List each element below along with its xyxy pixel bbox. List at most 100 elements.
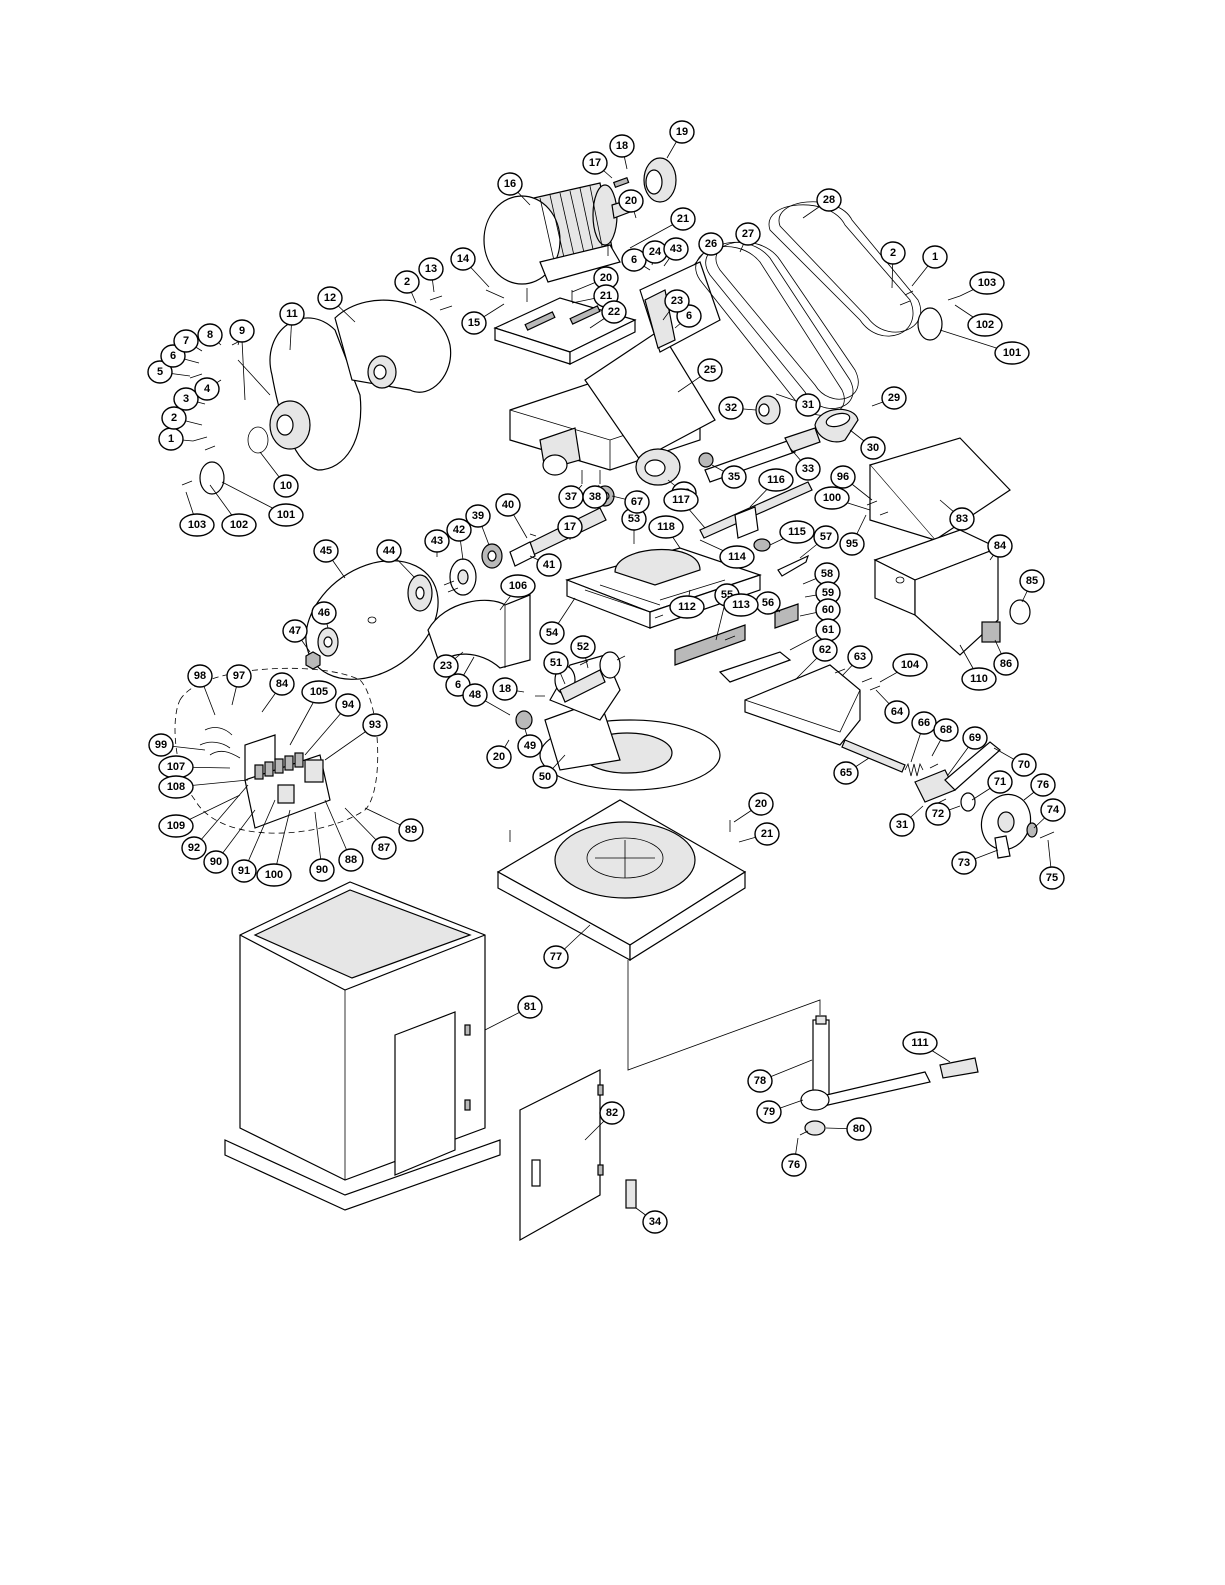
callout-c-73: 73 [951, 851, 977, 875]
callout-label: 3 [183, 393, 189, 405]
contactor [304, 759, 324, 783]
callout-c-65: 65 [833, 761, 859, 785]
cover-disc-101b [917, 307, 943, 341]
callout-bubble [203, 850, 229, 874]
callout-c-42: 42 [446, 518, 472, 542]
callout-label: 31 [896, 819, 908, 831]
callout-c-43b: 43 [663, 237, 689, 261]
callout-c-79: 79 [756, 1100, 782, 1124]
vise-spring [904, 762, 924, 777]
callout-label: 5 [157, 366, 163, 378]
cabinet-stand [224, 881, 501, 1211]
callout-c-100b: 100 [256, 863, 292, 887]
callout-label: 112 [678, 601, 696, 613]
callout-bubble [269, 672, 295, 696]
callout-bubble [933, 718, 959, 742]
callout-c-90a: 90 [203, 850, 229, 874]
callout-c-3: 3 [173, 387, 199, 411]
callout-bubble [495, 493, 521, 517]
callout-label: 18 [616, 140, 628, 152]
callout-bubble [187, 664, 213, 688]
callout-bubble [450, 247, 476, 271]
callout-label: 34 [649, 1216, 662, 1228]
callout-label: 75 [1046, 872, 1058, 884]
callout-c-112: 112 [669, 595, 705, 619]
callout-c-25: 25 [697, 358, 723, 382]
callout-label: 89 [405, 824, 417, 836]
callout-label: 21 [600, 290, 612, 302]
callout-c-91: 91 [231, 859, 257, 883]
callout-label: 103 [978, 277, 996, 289]
callout-c-20a: 20 [618, 189, 644, 213]
switch-cap [1009, 599, 1031, 625]
callout-c-97: 97 [226, 664, 252, 688]
callout-c-4: 4 [194, 377, 220, 401]
callout-c-103b: 103 [969, 271, 1005, 295]
callout-label: 56 [762, 597, 774, 609]
callout-label: 46 [318, 607, 330, 619]
callout-c-16: 16 [497, 172, 523, 196]
callout-label: 78 [754, 1075, 766, 1087]
callout-c-89: 89 [398, 818, 424, 842]
callout-bubble [301, 680, 337, 704]
callout-bubble [465, 504, 491, 528]
callout-c-2b: 2 [394, 270, 420, 294]
callout-bubble [735, 222, 761, 246]
vise-jaw-plates [674, 603, 861, 746]
callout-label: 82 [606, 1107, 618, 1119]
callout-c-61: 61 [815, 618, 841, 642]
callout-bubble [624, 490, 650, 514]
callout-bubble [256, 863, 292, 887]
callout-c-57: 57 [813, 525, 839, 549]
callout-label: 2 [171, 412, 177, 424]
callout-c-22: 22 [601, 300, 627, 324]
drive-belts [695, 201, 921, 416]
callout-label: 81 [524, 1001, 536, 1013]
callout-c-19: 19 [669, 120, 695, 144]
guard-bracket [231, 339, 271, 401]
door-latch [625, 1179, 637, 1209]
callout-bubble [642, 1210, 668, 1234]
callout-c-35: 35 [721, 465, 747, 489]
callout-c-103a: 103 [179, 513, 215, 537]
callout-label: 62 [819, 644, 831, 656]
callout-c-83: 83 [949, 507, 975, 531]
blade-guard-outer [334, 299, 452, 393]
callout-label: 45 [320, 545, 332, 557]
callout-label: 41 [543, 559, 555, 571]
callout-label: 69 [969, 732, 981, 744]
callout-bubble [949, 507, 975, 531]
callout-c-76b: 76 [781, 1153, 807, 1177]
abrasive-cut-off-wheel [305, 560, 439, 680]
callout-c-41: 41 [536, 553, 562, 577]
callout-c-24: 24 [642, 240, 668, 264]
callout-label: 25 [704, 364, 716, 376]
callout-label: 99 [155, 739, 167, 751]
callout-c-47: 47 [282, 619, 308, 643]
callout-bubble [754, 822, 780, 846]
handwheel [980, 793, 1032, 859]
callout-label: 90 [210, 856, 222, 868]
callout-label: 113 [732, 599, 750, 611]
callout-label: 2 [890, 247, 896, 259]
callout-c-102a: 102 [221, 513, 257, 537]
callout-bubble [698, 232, 724, 256]
leader-line-c-92 [193, 784, 249, 849]
callout-bubble [599, 1101, 625, 1125]
callout-c-102b: 102 [967, 313, 1003, 337]
callout-bubble [833, 761, 859, 785]
callout-label: 107 [167, 761, 185, 773]
callout-label: 54 [546, 627, 559, 639]
vise-screw [841, 739, 906, 773]
callout-bubble [669, 595, 705, 619]
callout-bubble [371, 836, 397, 860]
callout-bubble [961, 667, 997, 691]
callout-bubble [748, 792, 774, 816]
stop-block [939, 1057, 979, 1079]
callout-bubble [951, 851, 977, 875]
callout-c-80: 80 [846, 1117, 872, 1141]
callout-bubble [781, 1153, 807, 1177]
callout-label: 101 [1003, 347, 1021, 359]
callout-c-8: 8 [197, 323, 223, 347]
